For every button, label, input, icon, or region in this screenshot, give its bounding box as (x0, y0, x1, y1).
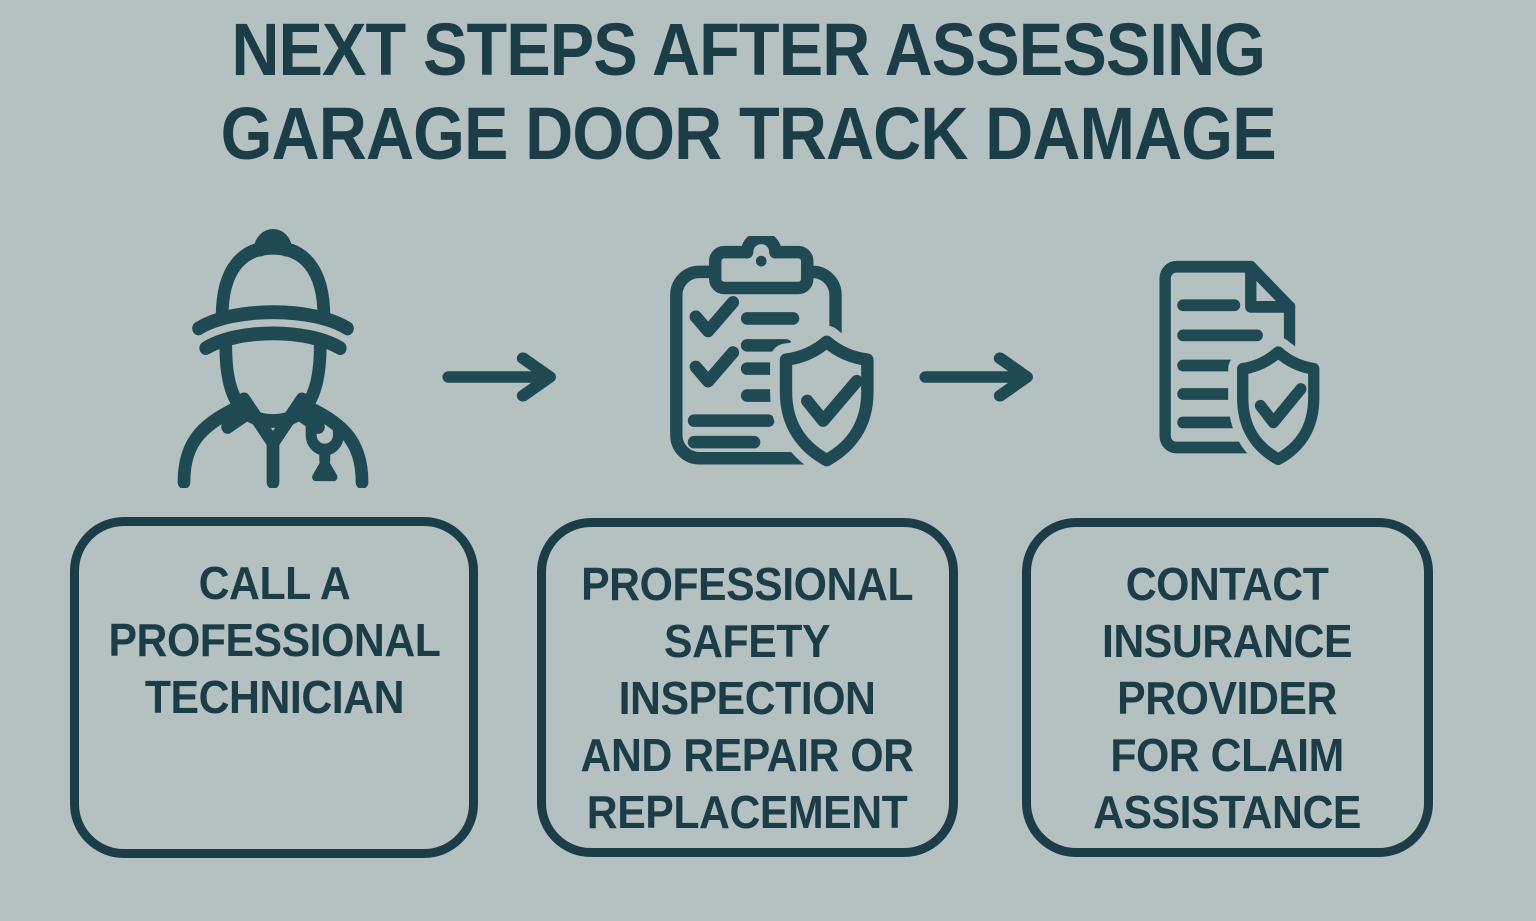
step-label-2: PROFESSIONAL SAFETY INSPECTION AND REPAI… (580, 558, 915, 838)
page-title: NEXT STEPS AFTER ASSESSING GARAGE DOOR T… (220, 8, 1277, 175)
step-card-3: CONTACT INSURANCE PROVIDER FOR CLAIM ASS… (1022, 518, 1433, 857)
step-label-3: CONTACT INSURANCE PROVIDER FOR CLAIM ASS… (1093, 558, 1362, 838)
step-card-1: CALL A PROFESSIONAL TECHNICIAN (70, 517, 478, 858)
step-label-1: CALL A PROFESSIONAL TECHNICIAN (108, 557, 440, 723)
technician-icon (177, 229, 369, 488)
right-arrow-icon (442, 352, 556, 402)
clipboard-checklist-shield-icon (670, 236, 878, 477)
right-arrow-icon (919, 352, 1033, 402)
document-shield-icon (1159, 260, 1329, 475)
step-card-2: PROFESSIONAL SAFETY INSPECTION AND REPAI… (537, 518, 958, 857)
